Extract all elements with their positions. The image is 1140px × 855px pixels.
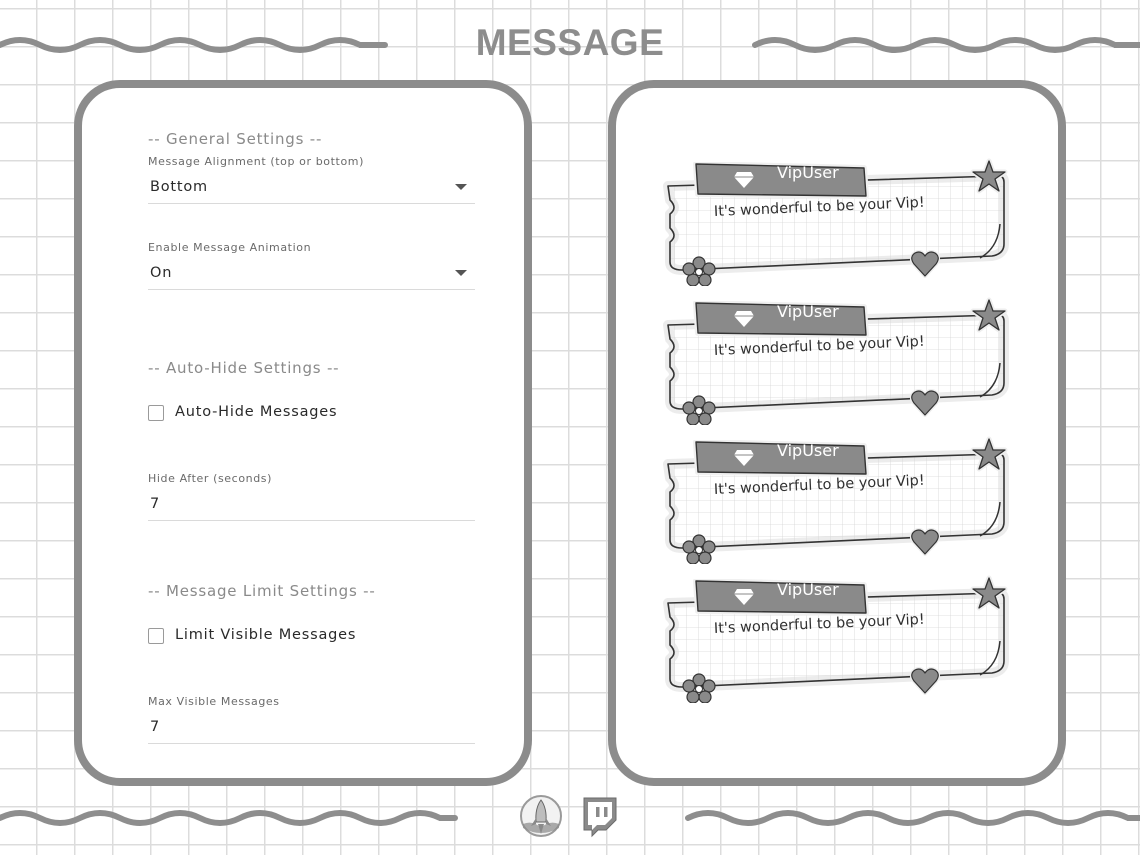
heart-icon [910,528,940,556]
message-username: VipUser [777,441,839,460]
twitch-icon[interactable] [578,796,620,838]
heart-icon [910,667,940,695]
message-username: VipUser [777,302,839,321]
alignment-value: Bottom [150,179,208,195]
autohide-checkbox-label: Auto-Hide Messages [175,404,338,420]
animation-value: On [150,265,173,281]
bottom-right-wave [685,810,1140,826]
star-icon [970,575,1008,611]
hide-after-label: Hide After (seconds) [148,472,273,485]
message-username: VipUser [777,580,839,599]
autohide-settings-heading: -- Auto-Hide Settings -- [148,359,340,377]
diamond-icon [734,172,754,188]
flower-icon [682,673,716,703]
chevron-down-icon [455,270,467,276]
message-card-frame [663,579,1009,692]
max-visible-value: 7 [150,719,161,735]
hide-after-value: 7 [150,496,161,512]
top-right-wave [752,37,1140,53]
animation-label: Enable Message Animation [148,241,312,254]
max-visible-label: Max Visible Messages [148,695,280,708]
rocket-logo-icon[interactable] [519,794,563,838]
animation-select[interactable]: On [148,259,475,290]
message-card-frame [663,162,1009,275]
message-username: VipUser [777,163,839,182]
diamond-icon [734,311,754,327]
message-card-frame [663,301,1009,414]
alignment-label: Message Alignment (top or bottom) [148,155,365,168]
star-icon [970,158,1008,194]
top-left-wave [0,37,388,53]
autohide-checkbox[interactable] [148,405,164,421]
limit-settings-heading: -- Message Limit Settings -- [148,582,376,600]
message-card-frame [663,440,1009,553]
chat-message: VipUser It's wonderful to be your Vip! [662,297,1014,425]
flower-icon [682,534,716,564]
chat-message: VipUser It's wonderful to be your Vip! [662,158,1014,286]
general-settings-heading: -- General Settings -- [148,130,323,148]
chat-message: VipUser It's wonderful to be your Vip! [662,575,1014,703]
settings-panel: -- General Settings -- Message Alignment… [74,80,532,786]
limit-checkbox[interactable] [148,628,164,644]
heart-icon [910,250,940,278]
diamond-icon [734,450,754,466]
star-icon [970,436,1008,472]
bottom-left-wave [0,810,458,826]
limit-checkbox-label: Limit Visible Messages [175,627,357,643]
star-icon [970,297,1008,333]
page-title: MESSAGE [475,22,665,63]
diamond-icon [734,589,754,605]
max-visible-input[interactable]: 7 [148,713,475,744]
chat-message: VipUser It's wonderful to be your Vip! [662,436,1014,564]
flower-icon [682,395,716,425]
heart-icon [910,389,940,417]
alignment-select[interactable]: Bottom [148,173,475,204]
chevron-down-icon [455,184,467,190]
hide-after-input[interactable]: 7 [148,490,475,521]
flower-icon [682,256,716,286]
